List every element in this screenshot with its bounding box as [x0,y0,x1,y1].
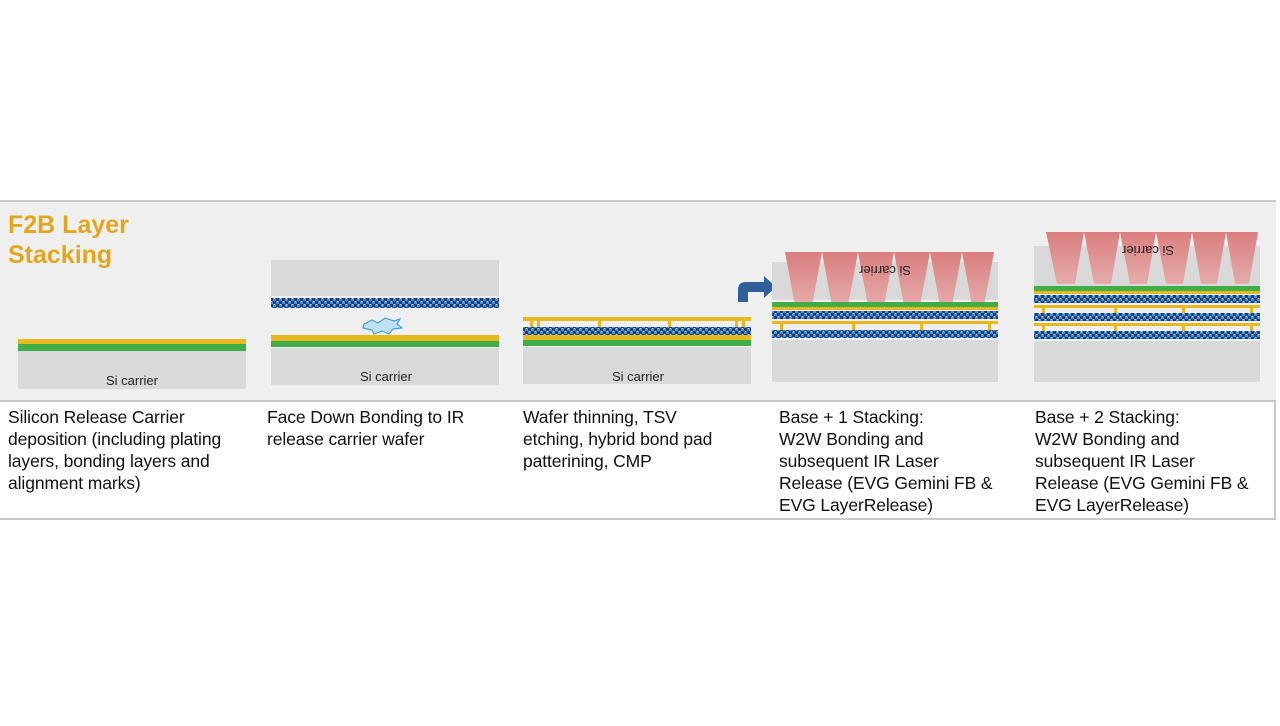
si-carrier-label-3: Si carrier [612,369,665,384]
flip-arrow-icon [738,276,776,302]
si-carrier-2 [271,348,499,385]
si-carrier-label-1: Si carrier [106,373,159,388]
step-4-illustration: Si carrier [738,252,998,382]
top-wafer-2 [271,260,499,296]
pattern-b-4 [772,330,998,338]
gold-top-5 [1034,291,1260,294]
step-1-caption: Silicon Release Carrier deposition (incl… [8,407,222,493]
base-carrier-4 [772,340,998,382]
si-carrier-label-5: Si carrier [1121,243,1174,258]
gold-top-4 [772,307,998,310]
step-5-caption: Base + 2 Stacking: W2W Bonding and subse… [1035,407,1249,515]
gold-mid-4 [772,321,998,324]
tsv-pillars-3 [530,321,745,329]
si-carrier-label-4: Si carrier [858,263,911,278]
step-1-illustration: Si carrier [18,339,246,389]
gold-mid-a-5 [1034,305,1260,308]
pattern-layer-2 [271,298,499,308]
gold-layer-3 [523,335,751,340]
green-top-4 [772,302,998,307]
green-layer-3 [523,340,751,346]
title-line-1: F2B Layer [8,211,129,239]
gold-mid-b-5 [1034,323,1260,326]
process-flow-panel: F2B Layer Stacking [0,200,1276,520]
pattern-a-4 [772,311,998,319]
gold-layer-1 [18,339,246,344]
si-carrier-label-2: Si carrier [360,369,413,384]
row-divider [0,400,1276,402]
green-top-5 [1034,286,1260,291]
step-4-caption: Base + 1 Stacking: W2W Bonding and subse… [779,407,993,515]
green-layer-1 [18,344,246,351]
pattern-c-5 [1034,331,1260,339]
adhesive-splash-icon [362,317,404,335]
illustration-strip: F2B Layer Stacking [0,202,1276,400]
si-carrier-1 [18,351,246,389]
pattern-a-5 [1034,295,1260,303]
ir-laser-beams-4 [785,252,994,306]
pattern-b-5 [1034,313,1260,321]
step-3-illustration: Si carrier [523,317,751,384]
gold-bar-3 [523,317,751,321]
step-2-illustration: Si carrier [271,260,499,385]
step-5-illustration: Si carrier [1034,232,1260,382]
ir-laser-beams-5 [1046,232,1258,284]
base-carrier-5 [1034,341,1260,382]
process-illustrations: Si carrier Si carrier [18,232,1260,389]
step-3-caption: Wafer thinning, TSV etching, hybrid bond… [523,407,713,471]
si-carrier-3 [523,347,751,384]
diagram-title: F2B Layer Stacking [8,210,129,270]
title-line-2: Stacking [8,241,113,269]
pattern-layer-3 [523,327,751,335]
step-2-caption: Face Down Bonding to IR release carrier … [267,407,465,449]
gold-layer-2 [271,335,499,341]
green-layer-2 [271,341,499,347]
